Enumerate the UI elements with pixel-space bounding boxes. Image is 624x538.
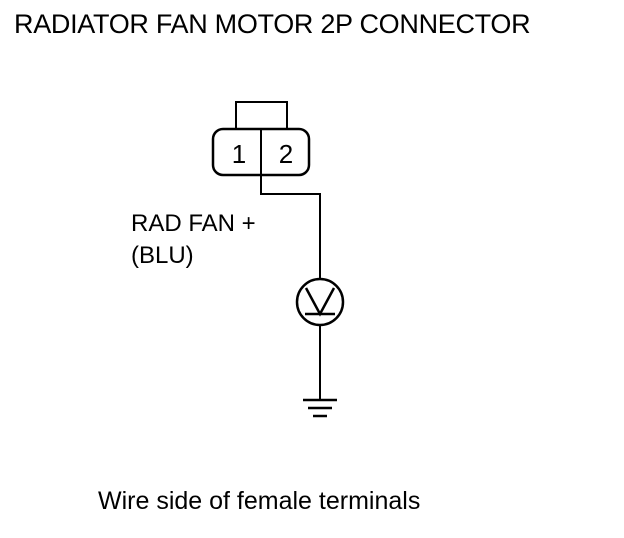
ground-icon: [303, 398, 337, 418]
diagram-title: RADIATOR FAN MOTOR 2P CONNECTOR: [14, 9, 531, 39]
connector-latch: [235, 101, 288, 130]
pin-2-label: 2: [279, 139, 293, 169]
wire-rad-fan: [260, 175, 321, 279]
wire-label: RAD FAN + (BLU): [131, 208, 256, 272]
diagram-caption: Wire side of female terminals: [98, 487, 421, 515]
voltmeter-icon: [295, 277, 345, 327]
wire-color-label: (BLU): [131, 242, 194, 269]
pin-1-label: 1: [232, 139, 246, 169]
wire-signal-label: RAD FAN +: [131, 210, 256, 237]
